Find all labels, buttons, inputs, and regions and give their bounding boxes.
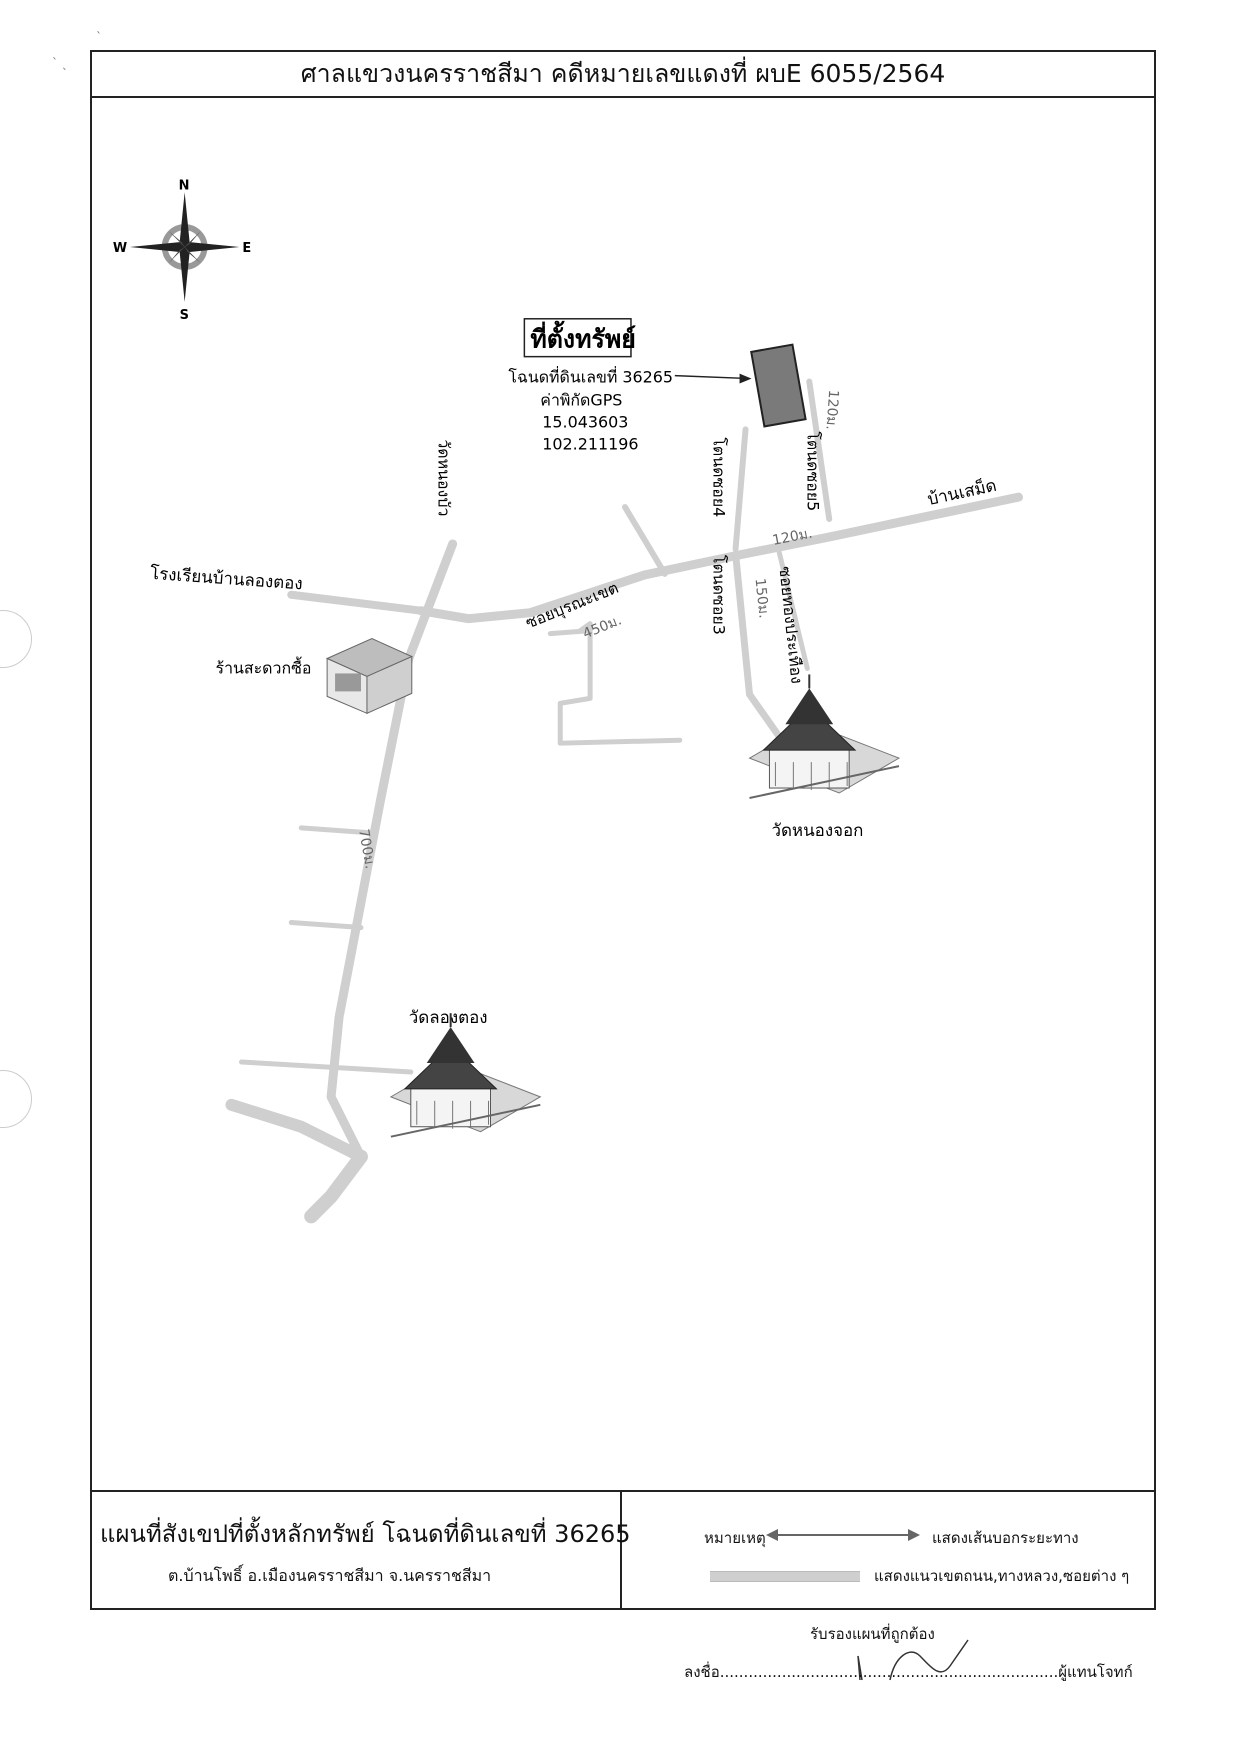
property-lng: 102.211196 (542, 434, 638, 453)
certification-text: รับรองแผนที่ถูกต้อง (810, 1625, 935, 1643)
road-soi-5 (806, 378, 833, 523)
punch-hole (0, 1070, 32, 1128)
legend-road-text: แสดงแนวเขตถนน,ทางหลวง,ซอยต่าง ๆ (874, 1567, 1130, 1585)
footer-location: ต.บ้านโพธิ์ อ.เมืองนครราชสีมา จ.นครราชสี… (168, 1566, 492, 1585)
label-dist-120-soi5: 120ม. (822, 389, 841, 430)
property-heading: ที่ตั้งทรัพย์ (530, 321, 636, 354)
map-frame: ศาลแขวงนครราชสีมา คดีหมายเลขแดงที่ ผบE 6… (90, 50, 1156, 1610)
map-canvas: N S W E (113, 178, 1023, 1224)
legend-distance-text: แสดงเส้นบอกระยะทาง (932, 1529, 1079, 1547)
label-soi-5: โตนดซอย5 (803, 431, 822, 511)
wat-long-tong-temple (389, 1012, 542, 1138)
label-wat-long-tong: วัดลองตอง (409, 1007, 488, 1027)
road-soi-thongprathueang (774, 542, 810, 671)
road-side-c (547, 628, 593, 637)
scan-mark: ˋ ˎ (52, 56, 68, 70)
label-school: โรงเรียนบ้านลองตอง (150, 563, 304, 594)
signature (857, 1639, 969, 1681)
compass-s: S (180, 308, 189, 323)
page-title: ศาลแขวงนครราชสีมา คดีหมายเลขแดงที่ ผบE 6… (300, 59, 946, 88)
label-dist-700: 700ม. (355, 828, 378, 870)
legend: หมายเหตุ แสดงเส้นบอกระยะทาง แสดงแนวเขตถน… (622, 1492, 1154, 1610)
footer-title-cell: แผนที่สังเขปที่ตั้งหลักทรัพย์ โฉนดที่ดิน… (92, 1492, 631, 1610)
footer-map-title: แผนที่สังเขปที่ตั้งหลักทรัพย์ โฉนดที่ดิน… (100, 1520, 631, 1548)
road-branch-west-3 (298, 825, 374, 836)
label-dist-450: 450ม. (581, 612, 624, 642)
legend-label: หมายเหตุ (704, 1529, 766, 1547)
property-lat: 15.043603 (542, 412, 628, 431)
label-dist-120-main: 120ม. (771, 525, 814, 548)
property-gps-label: ค่าพิกัดGPS (540, 390, 622, 409)
road-wat-nong-bua (326, 539, 458, 1162)
road-south (304, 1149, 368, 1224)
punch-hole (0, 610, 32, 668)
road-network (225, 378, 1023, 1224)
property-pointer-head (739, 373, 752, 384)
compass-n: N (179, 178, 190, 193)
label-wat-nong-bua: วัดหนองบัว (435, 439, 454, 516)
road-branch-west-1 (288, 920, 364, 930)
convenience-store-building (325, 638, 414, 715)
property-deed: โฉนดที่ดินเลขที่ 36265 (508, 366, 673, 387)
signature-line: ลงชื่อ..................................… (684, 1663, 1133, 1681)
wat-nong-chok-temple (748, 673, 900, 799)
label-dist-150: 150ม. (752, 578, 772, 620)
road-branch-west-2 (238, 1059, 414, 1075)
road-side-b (557, 621, 683, 746)
road-school (287, 590, 425, 615)
label-soi-4: โตนดซอย4 (710, 437, 729, 517)
header-title-bar: ศาลแขวงนครราชสีมา คดีหมายเลขแดงที่ ผบE 6… (92, 52, 1154, 98)
label-soi-3: โตนดซอย3 (710, 555, 729, 635)
legend-road-swatch (710, 1571, 860, 1582)
road-soi-4 (732, 426, 749, 552)
legend-distance-arrow-icon (766, 1529, 920, 1541)
property-parcel (750, 343, 807, 428)
property-pointer-arrow (674, 374, 750, 380)
compass-w: W (113, 241, 127, 256)
road-side-a (622, 504, 668, 577)
label-wat-nong-chok: วัดหนองจอก (771, 820, 863, 840)
compass-rose: N S W E (113, 178, 251, 323)
footer: แผนที่สังเขปที่ตั้งหลักทรัพย์ โฉนดที่ดิน… (92, 1490, 1154, 1610)
compass-e: E (242, 241, 251, 256)
label-shop: ร้านสะดวกซื้อ (216, 656, 312, 677)
label-soi-thongprathueang: ซอยทองประเทือง (775, 565, 806, 684)
scan-mark: ˋ (96, 30, 102, 44)
map-area: N S W E (92, 98, 1154, 1490)
property-heading-box (523, 318, 632, 358)
road-soi-punnakhet (416, 492, 1023, 624)
road-southwest (225, 1098, 367, 1163)
